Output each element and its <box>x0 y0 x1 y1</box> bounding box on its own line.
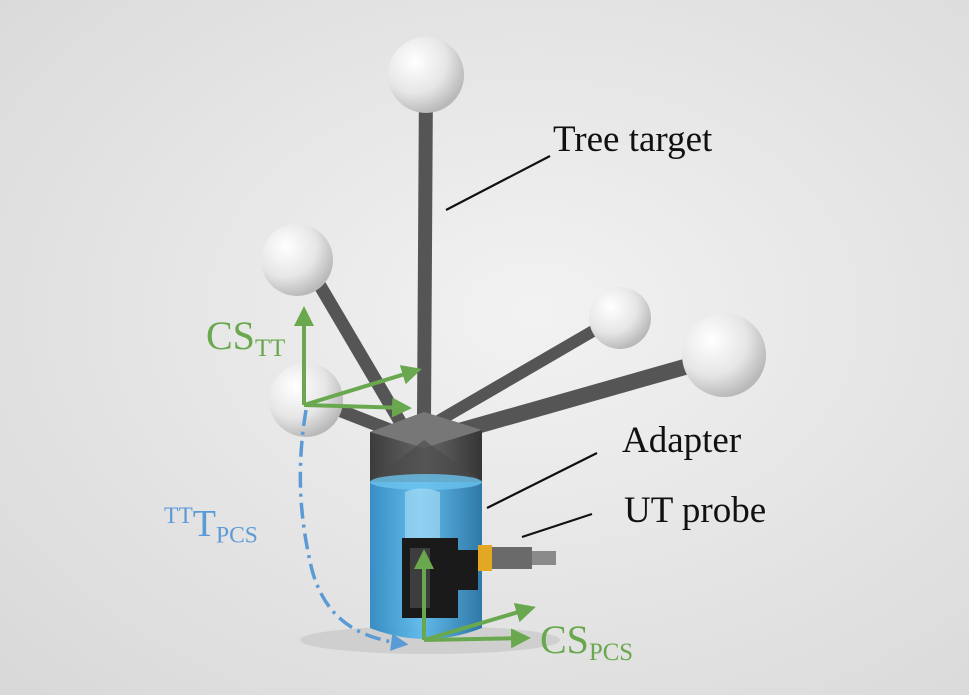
housing-highlight <box>405 488 440 540</box>
cs-tt-axis-x <box>303 397 412 418</box>
cs-tt-main: CS <box>206 313 255 358</box>
cs-pcs-main: CS <box>540 617 589 662</box>
rod-right-lower <box>437 349 728 443</box>
label-tree-target: Tree target <box>553 119 713 160</box>
leader-lines <box>445 155 598 539</box>
label-adapter: Adapter <box>622 420 742 461</box>
transform-subscript: PCS <box>216 522 258 549</box>
transform-main: T <box>192 503 216 545</box>
probe-connector <box>492 547 532 569</box>
ut-probe-face <box>410 548 430 608</box>
probe-connector-ring <box>478 545 492 571</box>
label-ut-probe: UT probe <box>624 490 767 531</box>
transform-arrow <box>298 409 409 651</box>
label-cs-tt: CSTT <box>206 316 285 362</box>
label-cs-pcs: CSPCS <box>540 620 633 666</box>
ut-probe-neck <box>458 550 478 590</box>
marker-sphere-right-upper <box>589 287 651 349</box>
cs-tt-subscript: TT <box>254 334 286 362</box>
marker-sphere-top <box>388 37 464 113</box>
probe-connector-tip <box>532 551 556 565</box>
frame-cs-pcs <box>414 549 536 649</box>
cs-pcs-axis-x <box>423 628 531 649</box>
rod-right-upper <box>434 314 618 426</box>
leader-ut-probe <box>521 512 593 539</box>
marker-sphere-left-upper <box>261 224 333 296</box>
cs-pcs-axis-y <box>423 602 536 642</box>
frame-cs-tt <box>294 306 422 418</box>
marker-sphere-right-lower <box>682 313 766 397</box>
label-transform: TTTPCS <box>164 503 258 549</box>
adapter-part <box>370 412 482 482</box>
housing-rim <box>370 474 482 490</box>
rod-left-upper <box>299 255 412 437</box>
adapter-facet <box>370 440 482 482</box>
leader-adapter <box>486 452 598 509</box>
cs-tt-axis-y <box>303 365 422 407</box>
leader-tree-target <box>445 155 551 211</box>
cs-pcs-subscript: PCS <box>588 638 634 666</box>
transform-superscript: TT <box>164 503 193 530</box>
rod-top <box>417 73 433 427</box>
adapter-top <box>370 412 482 448</box>
